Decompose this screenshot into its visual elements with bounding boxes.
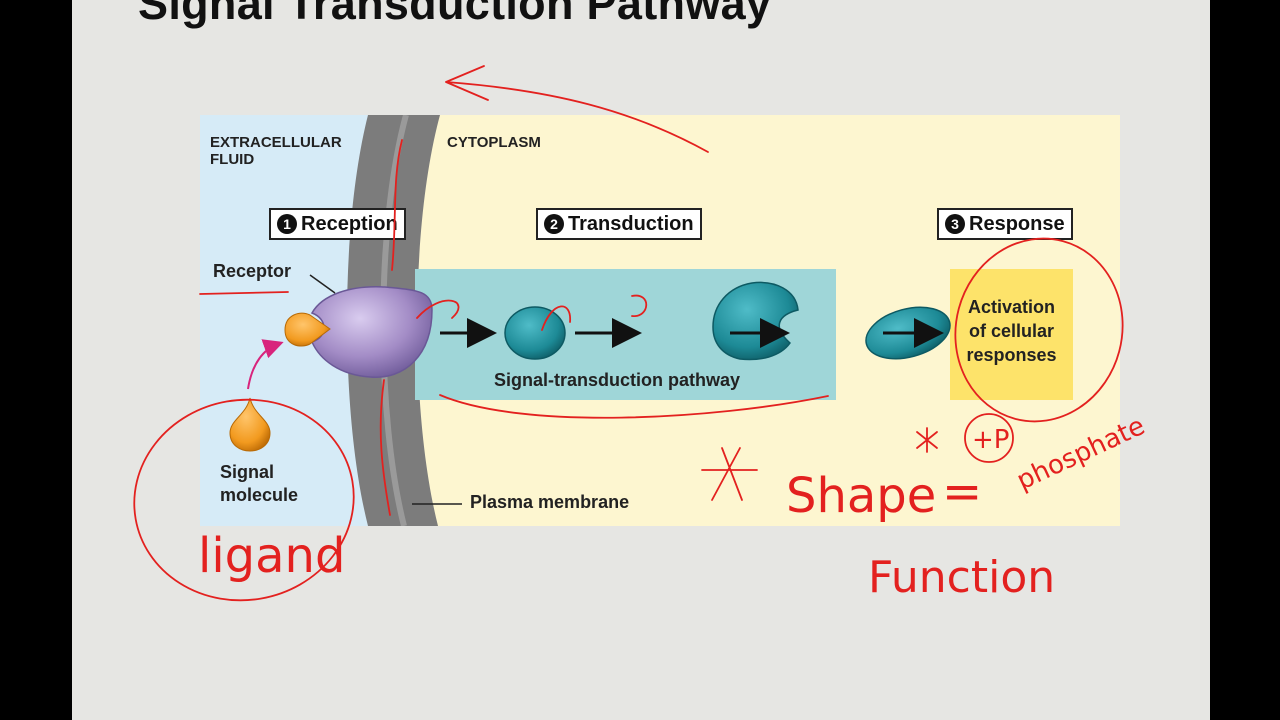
function-annotation: Function xyxy=(868,552,1055,603)
signal-molecule-label: Signal molecule xyxy=(220,462,299,505)
step-reception: 1 Reception xyxy=(269,208,406,240)
step-number: 1 xyxy=(277,214,297,234)
response-circle xyxy=(954,237,1124,423)
ligand-annotation: ligand xyxy=(198,528,345,584)
annotation-top-arrow xyxy=(445,65,709,153)
plus-p-circle xyxy=(964,413,1014,463)
step-transduction: 2 Transduction xyxy=(536,208,702,240)
asterisk-star-mark xyxy=(701,447,758,501)
diagram-figure: EXTRACELLULAR FLUID CYTOPLASM 1 Receptio… xyxy=(200,115,1120,526)
step-number: 3 xyxy=(945,214,965,234)
pathway-label: Signal-transduction pathway xyxy=(494,370,741,390)
slide-title: Signal Transduction Pathway xyxy=(138,0,772,29)
response-label: Activation of cellular responses xyxy=(966,297,1057,365)
step-number: 2 xyxy=(544,214,564,234)
membrane-scribble xyxy=(379,139,403,516)
free-signal-molecule xyxy=(229,397,271,452)
response-box xyxy=(950,269,1073,400)
step-label: Reception xyxy=(301,212,398,235)
extracellular-label: EXTRACELLULAR FLUID xyxy=(210,134,342,168)
annotation-layer: ligand Shape = Function +P phosphate xyxy=(133,65,1150,603)
step-response: 3 Response xyxy=(937,208,1073,240)
bound-signal-molecule xyxy=(284,312,331,347)
phosphate-annotation: phosphate xyxy=(1012,411,1149,496)
pathway-underline xyxy=(439,394,829,419)
cytoplasm-label: CYTOPLASM xyxy=(447,134,541,151)
diagram-shapes xyxy=(229,274,951,505)
relay-molecule-1 xyxy=(504,306,566,360)
small-asterisk xyxy=(916,427,938,453)
receptor-pointer xyxy=(309,274,336,294)
plus-p-annotation: +P xyxy=(972,425,1009,455)
binding-arrow xyxy=(247,339,284,390)
receptor-label: Receptor xyxy=(213,261,292,281)
shape-annotation: Shape xyxy=(786,468,936,524)
step-label: Transduction xyxy=(568,212,694,235)
relay-loops xyxy=(416,294,648,331)
step-label: Response xyxy=(969,212,1065,235)
slide: Signal Transduction Pathway EXTRACELLULA… xyxy=(72,0,1210,720)
plasma-membrane-label: Plasma membrane xyxy=(470,492,630,512)
ligand-circle xyxy=(133,398,355,602)
equals-annotation: = xyxy=(942,464,982,520)
receptor-underline xyxy=(199,291,289,295)
